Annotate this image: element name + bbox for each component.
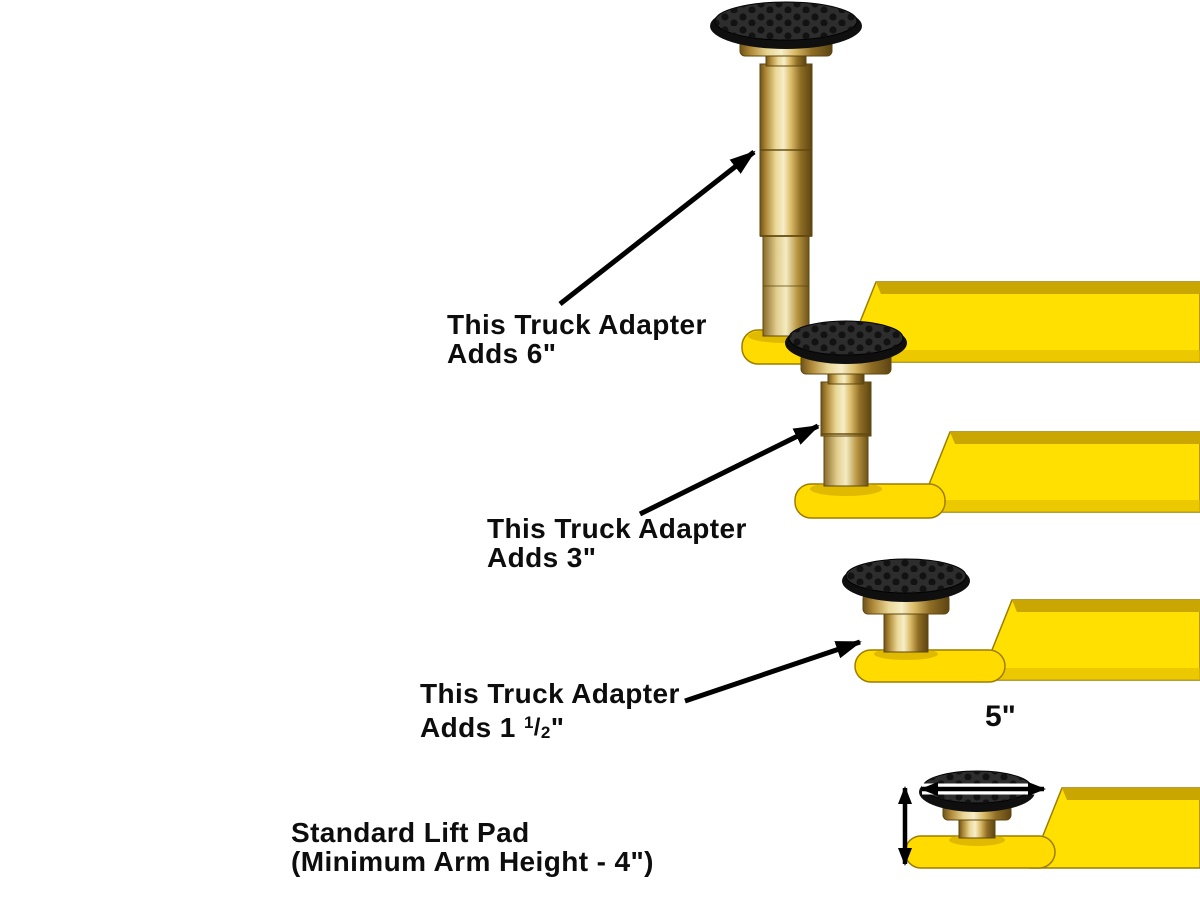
pad-width-dimension-label: 5"	[985, 700, 1016, 733]
truck-adapter-1-5in	[842, 558, 970, 653]
rubber-pad	[710, 1, 862, 49]
pad-tread	[715, 2, 857, 40]
truck-adapter-6in	[710, 1, 862, 337]
label-fraction-prefix: Adds 1	[420, 712, 524, 743]
label-line2: Adds 6"	[447, 338, 557, 369]
arm-top-face	[1062, 788, 1200, 800]
label-line2: Adds 1 1/2"	[420, 708, 680, 747]
fraction-numerator: 1	[523, 713, 534, 732]
label-adapter-6in: This Truck Adapter Adds 6"	[447, 310, 707, 368]
adapter-knurled-shaft	[820, 381, 872, 437]
pad-tread	[846, 559, 966, 593]
label-standard-pad: Standard Lift Pad (Minimum Arm Height - …	[291, 818, 654, 876]
label-line2: Adds 3"	[487, 542, 597, 573]
standard-lift-pad	[919, 770, 1035, 839]
arm-top-face	[876, 282, 1200, 294]
leader-arrows	[558, 150, 862, 704]
pad-tread	[789, 321, 903, 355]
lift-arm-third	[854, 599, 1200, 683]
arrow-to-3in-adapter-icon	[638, 423, 820, 517]
truck-adapter-3in	[785, 320, 907, 487]
label-line1: This Truck Adapter	[487, 513, 747, 544]
fraction-denominator: 2	[540, 723, 551, 742]
label-line1: This Truck Adapter	[420, 678, 680, 709]
label-line1: This Truck Adapter	[447, 309, 707, 340]
arm-bottom-shade	[918, 500, 1200, 512]
arm-top-face	[950, 432, 1200, 444]
adapter-shaft	[883, 609, 929, 653]
rubber-pad	[842, 558, 970, 602]
lift-arm-second	[794, 431, 1200, 519]
arm-bottom-shade	[980, 668, 1200, 680]
label-adapter-3in: This Truck Adapter Adds 3"	[487, 514, 747, 572]
label-adapter-1-5in: This Truck Adapter Adds 1 1/2"	[420, 679, 680, 747]
adapter-lower-shaft	[762, 233, 810, 337]
arm-bottom-shade	[844, 350, 1200, 362]
label-line1: Standard Lift Pad	[291, 817, 530, 848]
inch-mark: "	[550, 712, 565, 743]
rubber-pad	[785, 320, 907, 364]
arrow-to-6in-adapter-icon	[558, 150, 756, 306]
arm-top-face	[1012, 600, 1200, 612]
label-line2: (Minimum Arm Height - 4")	[291, 846, 654, 877]
adapter-lower-shaft	[823, 433, 869, 487]
arrow-to-1-5in-adapter-icon	[684, 639, 862, 704]
fraction-slash: /	[533, 714, 541, 741]
